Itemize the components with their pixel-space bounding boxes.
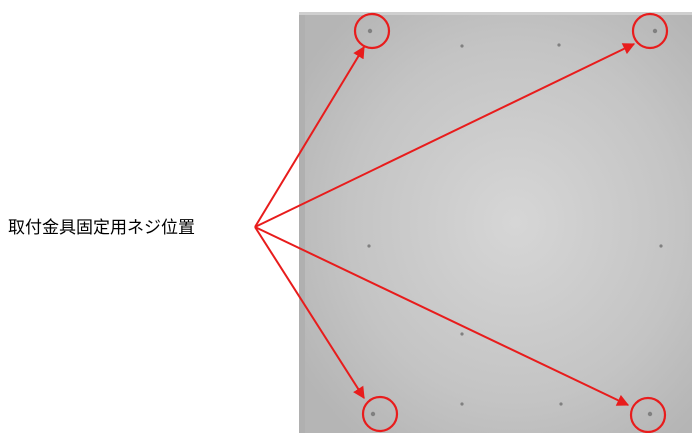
screw-hole-minor [460, 332, 464, 336]
screw-hole-top-left [367, 28, 373, 34]
highlight-circles [353, 12, 669, 433]
highlight-circle-top-right [631, 12, 669, 50]
screw-position-label: 取付金具固定用ネジ位置 [8, 218, 195, 238]
arrow-to-top-right [254, 43, 636, 228]
panel-top-edge [299, 12, 692, 15]
highlight-circle-bottom-left [361, 395, 399, 433]
screw-hole-bottom-left [370, 411, 376, 417]
arrow-to-top-left [254, 45, 365, 228]
screw-hole-minor [659, 244, 663, 248]
screw-hole-minor [559, 402, 563, 406]
screw-hole-top-right [652, 28, 658, 34]
panel [299, 12, 692, 433]
arrow-to-bottom-left [254, 226, 365, 400]
screw-hole-bottom-right [647, 411, 653, 417]
screw-hole-minor [460, 402, 464, 406]
arrow-to-bottom-right [254, 226, 630, 406]
highlight-circle-top-left [353, 12, 391, 50]
screw-hole-minor [460, 44, 464, 48]
screw-hole-minor [557, 43, 561, 47]
screw-holes [367, 28, 663, 417]
highlight-circle-bottom-right [629, 396, 667, 433]
panel-body [299, 12, 692, 433]
pointer-arrows [254, 43, 636, 406]
screw-hole-minor [367, 244, 371, 248]
panel-left-edge [299, 12, 305, 433]
